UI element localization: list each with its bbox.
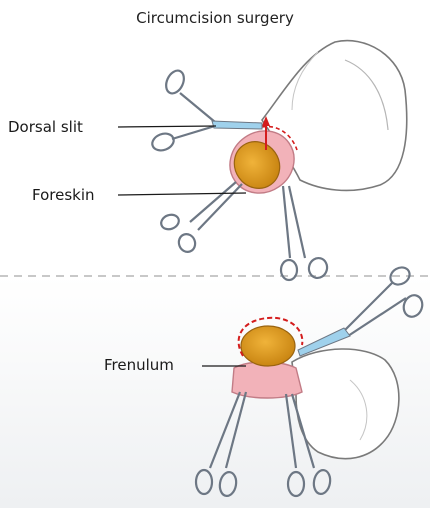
diagram-title: Circumcision surgery bbox=[0, 9, 430, 27]
label-frenulum: Frenulum bbox=[104, 356, 174, 374]
scissors-top bbox=[150, 68, 215, 154]
leader-line-dorsal-slit bbox=[118, 126, 216, 127]
label-dorsal-slit: Dorsal slit bbox=[8, 118, 83, 136]
shaft-bottom bbox=[292, 349, 399, 459]
forceps-right-top bbox=[281, 186, 329, 280]
top-panel bbox=[118, 41, 407, 280]
leader-line-foreskin bbox=[118, 193, 246, 195]
label-foreskin: Foreskin bbox=[32, 186, 95, 204]
foreskin-bottom bbox=[232, 362, 302, 398]
glans-bottom bbox=[241, 326, 295, 366]
scissors-blade-top bbox=[212, 121, 262, 129]
